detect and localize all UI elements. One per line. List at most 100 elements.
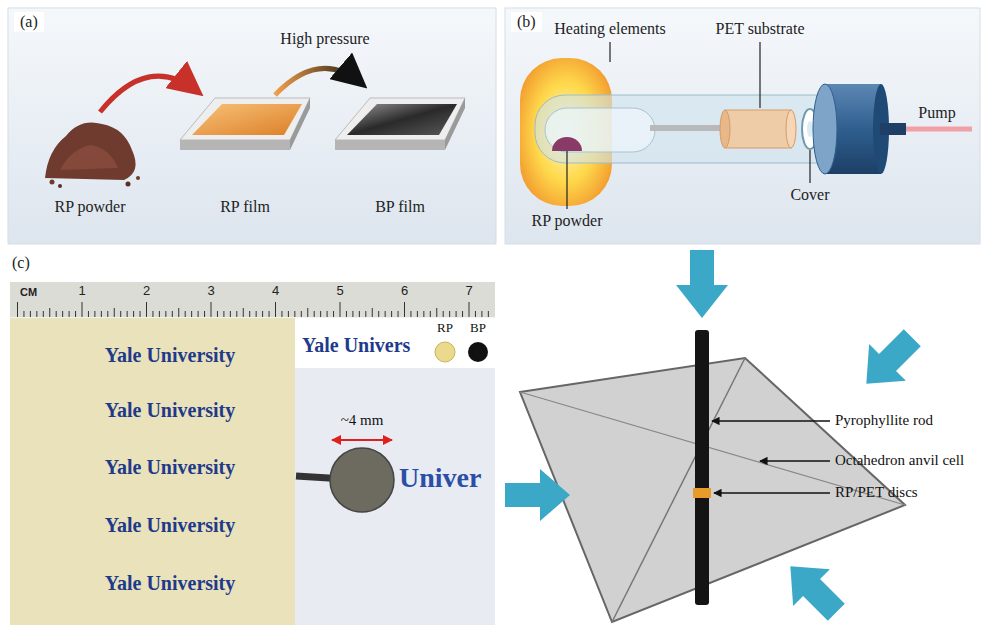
dimension-label: ~4 mm [341, 412, 384, 429]
ruler-tick [75, 311, 76, 317]
ruler-tick [185, 311, 186, 317]
ruler-tick [275, 302, 276, 317]
printed-text: Yale University [105, 344, 236, 367]
part-label: Pyrophyllite rod [835, 412, 933, 429]
ruler-tick [204, 311, 205, 317]
ruler-tick [101, 311, 102, 317]
ruler-number: 5 [336, 284, 343, 299]
ruler-number: 1 [78, 284, 85, 299]
ruler-tick [133, 311, 134, 317]
panel-label: (b) [511, 12, 542, 32]
ruler-tick [43, 311, 44, 317]
ruler-tick [120, 311, 121, 317]
ruler-tick [30, 311, 31, 317]
ruler-tick [352, 311, 353, 317]
sample-label: RP [437, 321, 453, 336]
material-label: RP powder [55, 198, 126, 216]
ruler-tick [114, 308, 115, 317]
ruler-number: 6 [401, 284, 408, 299]
ruler-tick [256, 311, 257, 317]
ruler-tick [262, 311, 263, 317]
ruler-tick [327, 311, 328, 317]
printed-text: Yale University [105, 399, 236, 422]
ruler-tick [346, 311, 347, 317]
ruler-tick [159, 311, 160, 317]
ruler-tick [172, 311, 173, 317]
ruler-tick [340, 302, 341, 317]
ruler-tick [359, 311, 360, 317]
ruler-tick [69, 311, 70, 317]
printed-text: Yale University [105, 456, 236, 479]
ruler-tick [307, 308, 308, 317]
ruler-tick [82, 302, 83, 317]
ruler-number: 3 [207, 284, 214, 299]
ruler-tick [430, 311, 431, 317]
ruler-tick [391, 311, 392, 317]
part-label: Octahedron anvil cell [835, 452, 964, 469]
ruler-tick [294, 311, 295, 317]
ruler-tick [269, 311, 270, 317]
material-label: RP film [220, 198, 270, 216]
ruler-tick [62, 311, 63, 317]
ruler-tick [333, 311, 334, 317]
ruler-tick [127, 311, 128, 317]
part-label: RP powder [532, 212, 603, 230]
ruler-tick [178, 308, 179, 317]
ruler-tick [56, 311, 57, 317]
ruler-tick [88, 311, 89, 317]
sample-label: BP [470, 321, 486, 336]
printed-text: Yale University [105, 514, 236, 537]
ruler-tick [17, 302, 18, 317]
ruler-number: 2 [143, 284, 150, 299]
panel-label: (a) [14, 12, 44, 32]
ruler-tick [288, 311, 289, 317]
process-label: High pressure [280, 30, 369, 48]
material-label: BP film [375, 198, 425, 216]
ruler-tick [140, 311, 141, 317]
ruler-tick [378, 311, 379, 317]
ruler-tick [398, 311, 399, 317]
part-label: Heating elements [554, 20, 666, 38]
ruler-tick [236, 311, 237, 317]
ruler-tick [314, 311, 315, 317]
ruler-unit: CM [20, 286, 37, 299]
ruler-tick [249, 311, 250, 317]
ruler-tick [385, 311, 386, 317]
ruler-tick [404, 302, 405, 317]
ruler-tick [417, 311, 418, 317]
ruler-tick [443, 311, 444, 317]
ruler-tick [36, 311, 37, 317]
ruler-tick [223, 311, 224, 317]
printed-text: Yale University [105, 572, 236, 595]
ruler-number: 7 [465, 284, 472, 299]
panel-label: (c) [12, 254, 30, 272]
ruler-tick [372, 308, 373, 317]
ruler-tick [107, 311, 108, 317]
ruler-tick [436, 308, 437, 317]
part-label: PET substrate [715, 20, 804, 38]
ruler-tick [475, 311, 476, 317]
ruler-tick [146, 302, 147, 317]
ruler-tick [456, 311, 457, 317]
ruler-tick [23, 311, 24, 317]
ruler-tick [488, 311, 489, 317]
ruler-tick [243, 308, 244, 317]
part-label: Pump [918, 104, 955, 122]
ruler-tick [152, 311, 153, 317]
ruler-tick [301, 311, 302, 317]
part-label: Cover [790, 186, 829, 204]
part-label: RP/PET discs [835, 484, 918, 501]
ruler-number: 4 [272, 284, 279, 299]
ruler-tick [449, 311, 450, 317]
ruler-tick [410, 311, 411, 317]
ruler-tick [423, 311, 424, 317]
ruler-tick [230, 311, 231, 317]
ruler-tick [217, 311, 218, 317]
ruler-tick [320, 311, 321, 317]
ruler-tick [481, 311, 482, 317]
ruler-tick [165, 311, 166, 317]
printed-text: Yale Univers [302, 334, 410, 357]
ruler-tick [211, 302, 212, 317]
ruler-tick [191, 311, 192, 317]
ruler-tick [94, 311, 95, 317]
